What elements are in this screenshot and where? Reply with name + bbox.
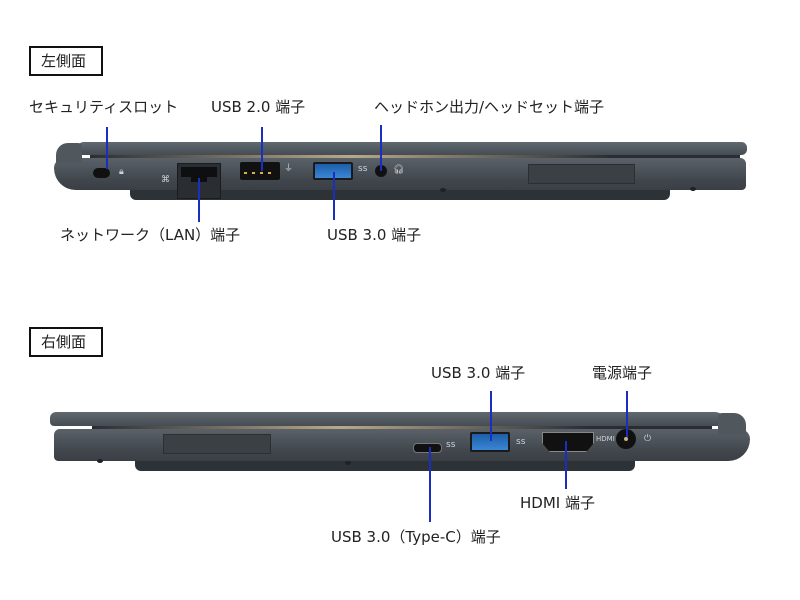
leader-security-slot [106,127,108,169]
usb-icon: ⏚ [284,164,294,174]
headphone-jack [375,165,387,177]
left-side-title-text: 左側面 [41,52,87,70]
usb-ss-icon: ss [358,164,368,174]
laptop-lid [75,142,747,155]
hinge-gap [92,426,712,429]
card-slot-cover [528,164,635,184]
hinge-bump [56,143,82,163]
card-slot-cover [163,434,271,454]
hdmi-icon: HDMI [596,435,615,443]
screw-hole [97,459,103,463]
right-side-title: 右側面 [29,327,103,357]
leader-lan [198,178,200,222]
label-lan: ネットワーク（LAN）端子 [60,226,241,244]
label-power: 電源端子 [592,364,653,382]
security-slot [93,168,110,178]
leader-hdmi [565,441,567,489]
label-usb2: USB 2.0 端子 [211,98,306,116]
screw-hole [345,461,351,465]
leader-usb3-right [490,391,492,441]
hdmi-port [542,432,594,452]
headphone-icon: 🎧︎ [393,165,405,175]
hinge-gap [90,155,740,158]
usb-c-port [413,443,442,453]
left-side-title: 左側面 [29,46,103,76]
network-icon: ⌘ [161,175,170,185]
screw-hole [690,187,696,191]
hinge-bump [718,413,746,435]
right-side-title-text: 右側面 [41,333,87,351]
leader-usb3-left [333,172,335,220]
leader-headphone [380,125,382,171]
leader-usb2 [261,127,263,171]
usb2-port [240,162,280,180]
usb-ss-icon: ss [446,440,456,450]
power-jack [616,429,636,449]
label-usb-c: USB 3.0（Type-C）端子 [331,528,501,546]
label-security-slot: セキュリティスロット [29,98,179,116]
usb-ss-icon: ss [516,437,526,447]
laptop-foot [135,461,635,471]
leader-usb-c [429,447,431,522]
leader-power [626,391,628,437]
laptop-lid [50,412,725,426]
label-headphone: ヘッドホン出力/ヘッドセット端子 [374,98,605,116]
label-hdmi: HDMI 端子 [520,494,595,512]
label-usb3-left: USB 3.0 端子 [327,226,422,244]
lock-icon: 🔒︎ [119,167,124,177]
power-icon: ⏻ [644,434,652,444]
label-usb3-right: USB 3.0 端子 [431,364,526,382]
screw-hole [440,188,446,192]
laptop-foot [130,190,670,200]
